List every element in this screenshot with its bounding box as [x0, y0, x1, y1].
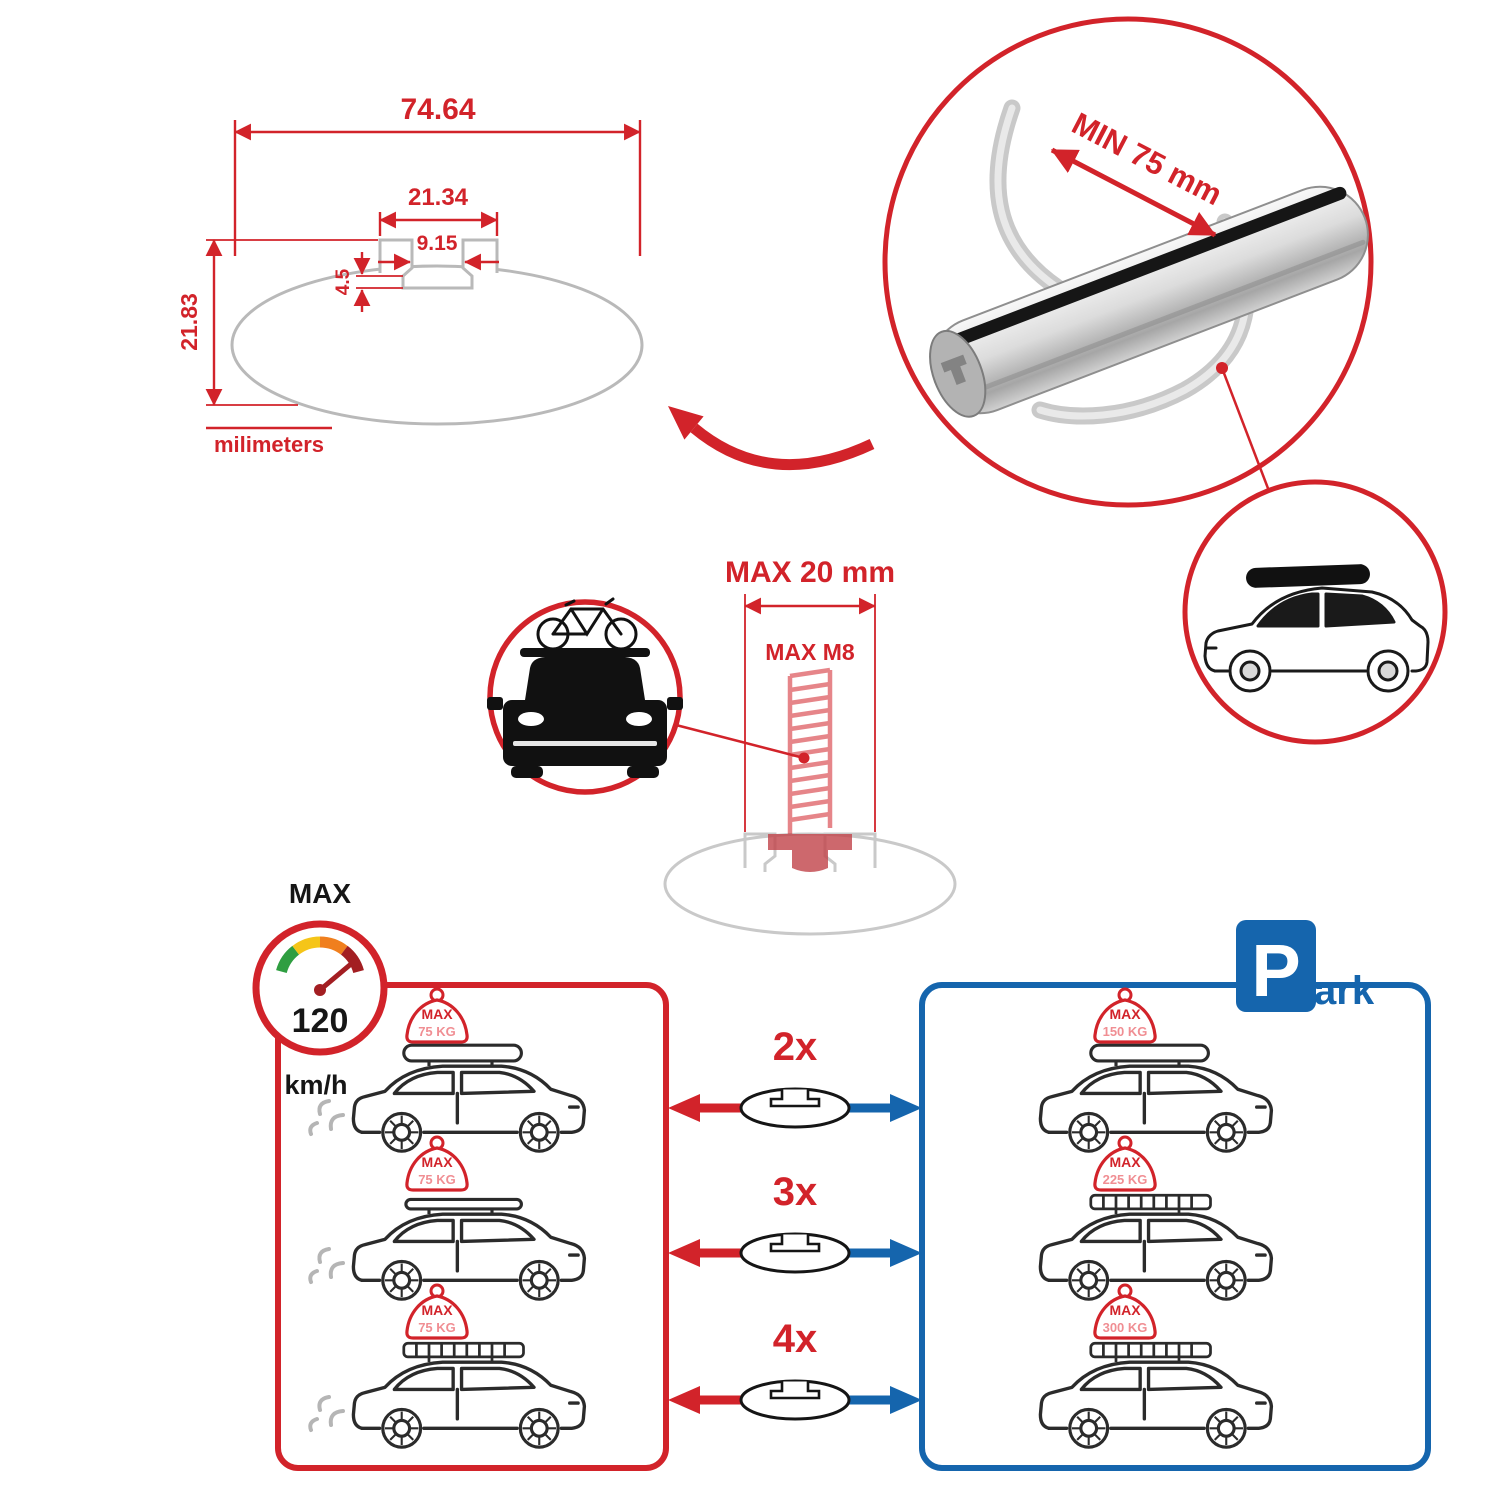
gauge-arcs — [276, 936, 364, 974]
sign-kg-label: 150 KG — [1103, 1024, 1148, 1039]
roof-box — [1246, 564, 1370, 588]
bar-count-row-4x: 4x — [668, 1317, 922, 1421]
bar-profile-ellipse — [230, 264, 644, 426]
sign-max-label: MAX — [421, 1154, 453, 1170]
bar-profile-icon-slot — [769, 1089, 821, 1108]
bar-profile-icon-slot — [769, 1381, 821, 1400]
connector-line — [675, 723, 801, 759]
min-span-arrow — [1050, 147, 1217, 238]
multiplier-label: 2x — [773, 1025, 818, 1069]
speed-units: km/h — [284, 1070, 347, 1100]
arrowhead — [668, 406, 704, 440]
driving-car-2: MAX 75 KG — [308, 1135, 587, 1301]
gauge-pivot — [314, 984, 326, 996]
t-bolt — [787, 667, 833, 834]
sign-kg-label: 75 KG — [418, 1172, 456, 1187]
arrow-bar-to-profile — [668, 406, 875, 471]
sign-max-label: MAX — [421, 1302, 453, 1318]
cross-section-diagram: 74.64 21.34 9.15 4.5 21.83 milimeters — [176, 93, 644, 457]
sign-kg-label: 300 KG — [1103, 1320, 1148, 1335]
dim-total-height-label: 21.83 — [176, 293, 202, 351]
parked-car-2: MAX 225 KG — [1038, 1135, 1274, 1301]
load-sign: MAX 150 KG — [1093, 987, 1157, 1044]
dim-slot-inner-label: 9.15 — [417, 232, 458, 255]
sign-kg-label: 75 KG — [418, 1320, 456, 1335]
bar-profile-icon — [739, 1232, 851, 1274]
multiplier-label: 4x — [773, 1317, 818, 1361]
load-sign: MAX 300 KG — [1093, 1283, 1157, 1340]
connector-line — [1220, 367, 1271, 492]
speed-value: 120 — [292, 1002, 349, 1040]
bolt-thread-label: MAX M8 — [765, 639, 855, 665]
bar-detail-circle: MIN 75 mm — [882, 16, 1374, 508]
dim-total-width-label: 74.64 — [400, 93, 475, 126]
sign-max-label: MAX — [1109, 1154, 1141, 1170]
bar-profile-icon-slot — [769, 1234, 821, 1253]
car-front-icon — [487, 648, 683, 778]
right-arrowhead — [890, 1386, 922, 1414]
sign-kg-label: 75 KG — [418, 1024, 456, 1039]
gauge-needle — [317, 961, 354, 993]
sign-kg-label: 225 KG — [1103, 1172, 1148, 1187]
suv-with-roofbox — [1203, 564, 1430, 693]
headlight — [518, 712, 544, 726]
headlight — [626, 712, 652, 726]
parked-car-3: MAX 300 KG — [1038, 1283, 1274, 1449]
load-sign: MAX 75 KG — [405, 987, 469, 1044]
parking-sign: P ark — [1236, 920, 1375, 1013]
bolt-head — [768, 834, 852, 872]
bar-rubber-strip — [938, 186, 1347, 352]
speed-limit-badge: MAX 120 km/h — [252, 878, 388, 1100]
suv-roofbox-circle — [1182, 479, 1448, 745]
aluminum-bar — [929, 185, 1369, 418]
wheel — [511, 766, 543, 778]
sign-max-label: MAX — [1109, 1006, 1141, 1022]
left-arrowhead — [668, 1094, 700, 1122]
roof-bar — [520, 648, 650, 657]
bar-profile-t-slot — [378, 238, 499, 290]
bar-count-row-2x: 2x — [668, 1025, 922, 1129]
dim-lip-label: 4.5 — [333, 268, 354, 295]
bar-profile-icon — [739, 1087, 851, 1129]
parking-suffix: ark — [1314, 969, 1375, 1013]
sign-max-label: MAX — [421, 1006, 453, 1022]
multiplier-label: 3x — [773, 1170, 818, 1214]
units-label: milimeters — [214, 432, 324, 457]
bar-profile-icon — [739, 1379, 851, 1421]
driving-car-3: MAX 75 KG — [308, 1283, 587, 1449]
dim-slot-outer-label: 21.34 — [408, 184, 469, 211]
side-mirror — [667, 697, 683, 710]
car-bicycle-circle — [487, 597, 683, 795]
bolt-max-width-label: MAX 20 mm — [725, 556, 895, 589]
parking-sign-square — [1236, 920, 1316, 1012]
driving-car-1: MAX 75 KG — [308, 987, 587, 1153]
parking-letter: P — [1251, 929, 1300, 1012]
sign-max-label: MAX — [1109, 1302, 1141, 1318]
load-sign: MAX 75 KG — [405, 1135, 469, 1192]
side-mirror — [487, 697, 503, 710]
wheel — [627, 766, 659, 778]
bolt-diagram: MAX 20 mm MAX M8 — [663, 556, 957, 936]
load-sign: MAX 225 KG — [1093, 1135, 1157, 1192]
right-arrowhead — [890, 1239, 922, 1267]
right-arrowhead — [890, 1094, 922, 1122]
left-arrowhead — [668, 1239, 700, 1267]
bar-count-row-3x: 3x — [668, 1170, 922, 1274]
load-sign: MAX 75 KG — [405, 1283, 469, 1340]
speed-max-label: MAX — [289, 878, 352, 909]
left-arrowhead — [668, 1386, 700, 1414]
parked-car-1: MAX 150 KG — [1038, 987, 1274, 1153]
connector-dot — [798, 752, 810, 764]
